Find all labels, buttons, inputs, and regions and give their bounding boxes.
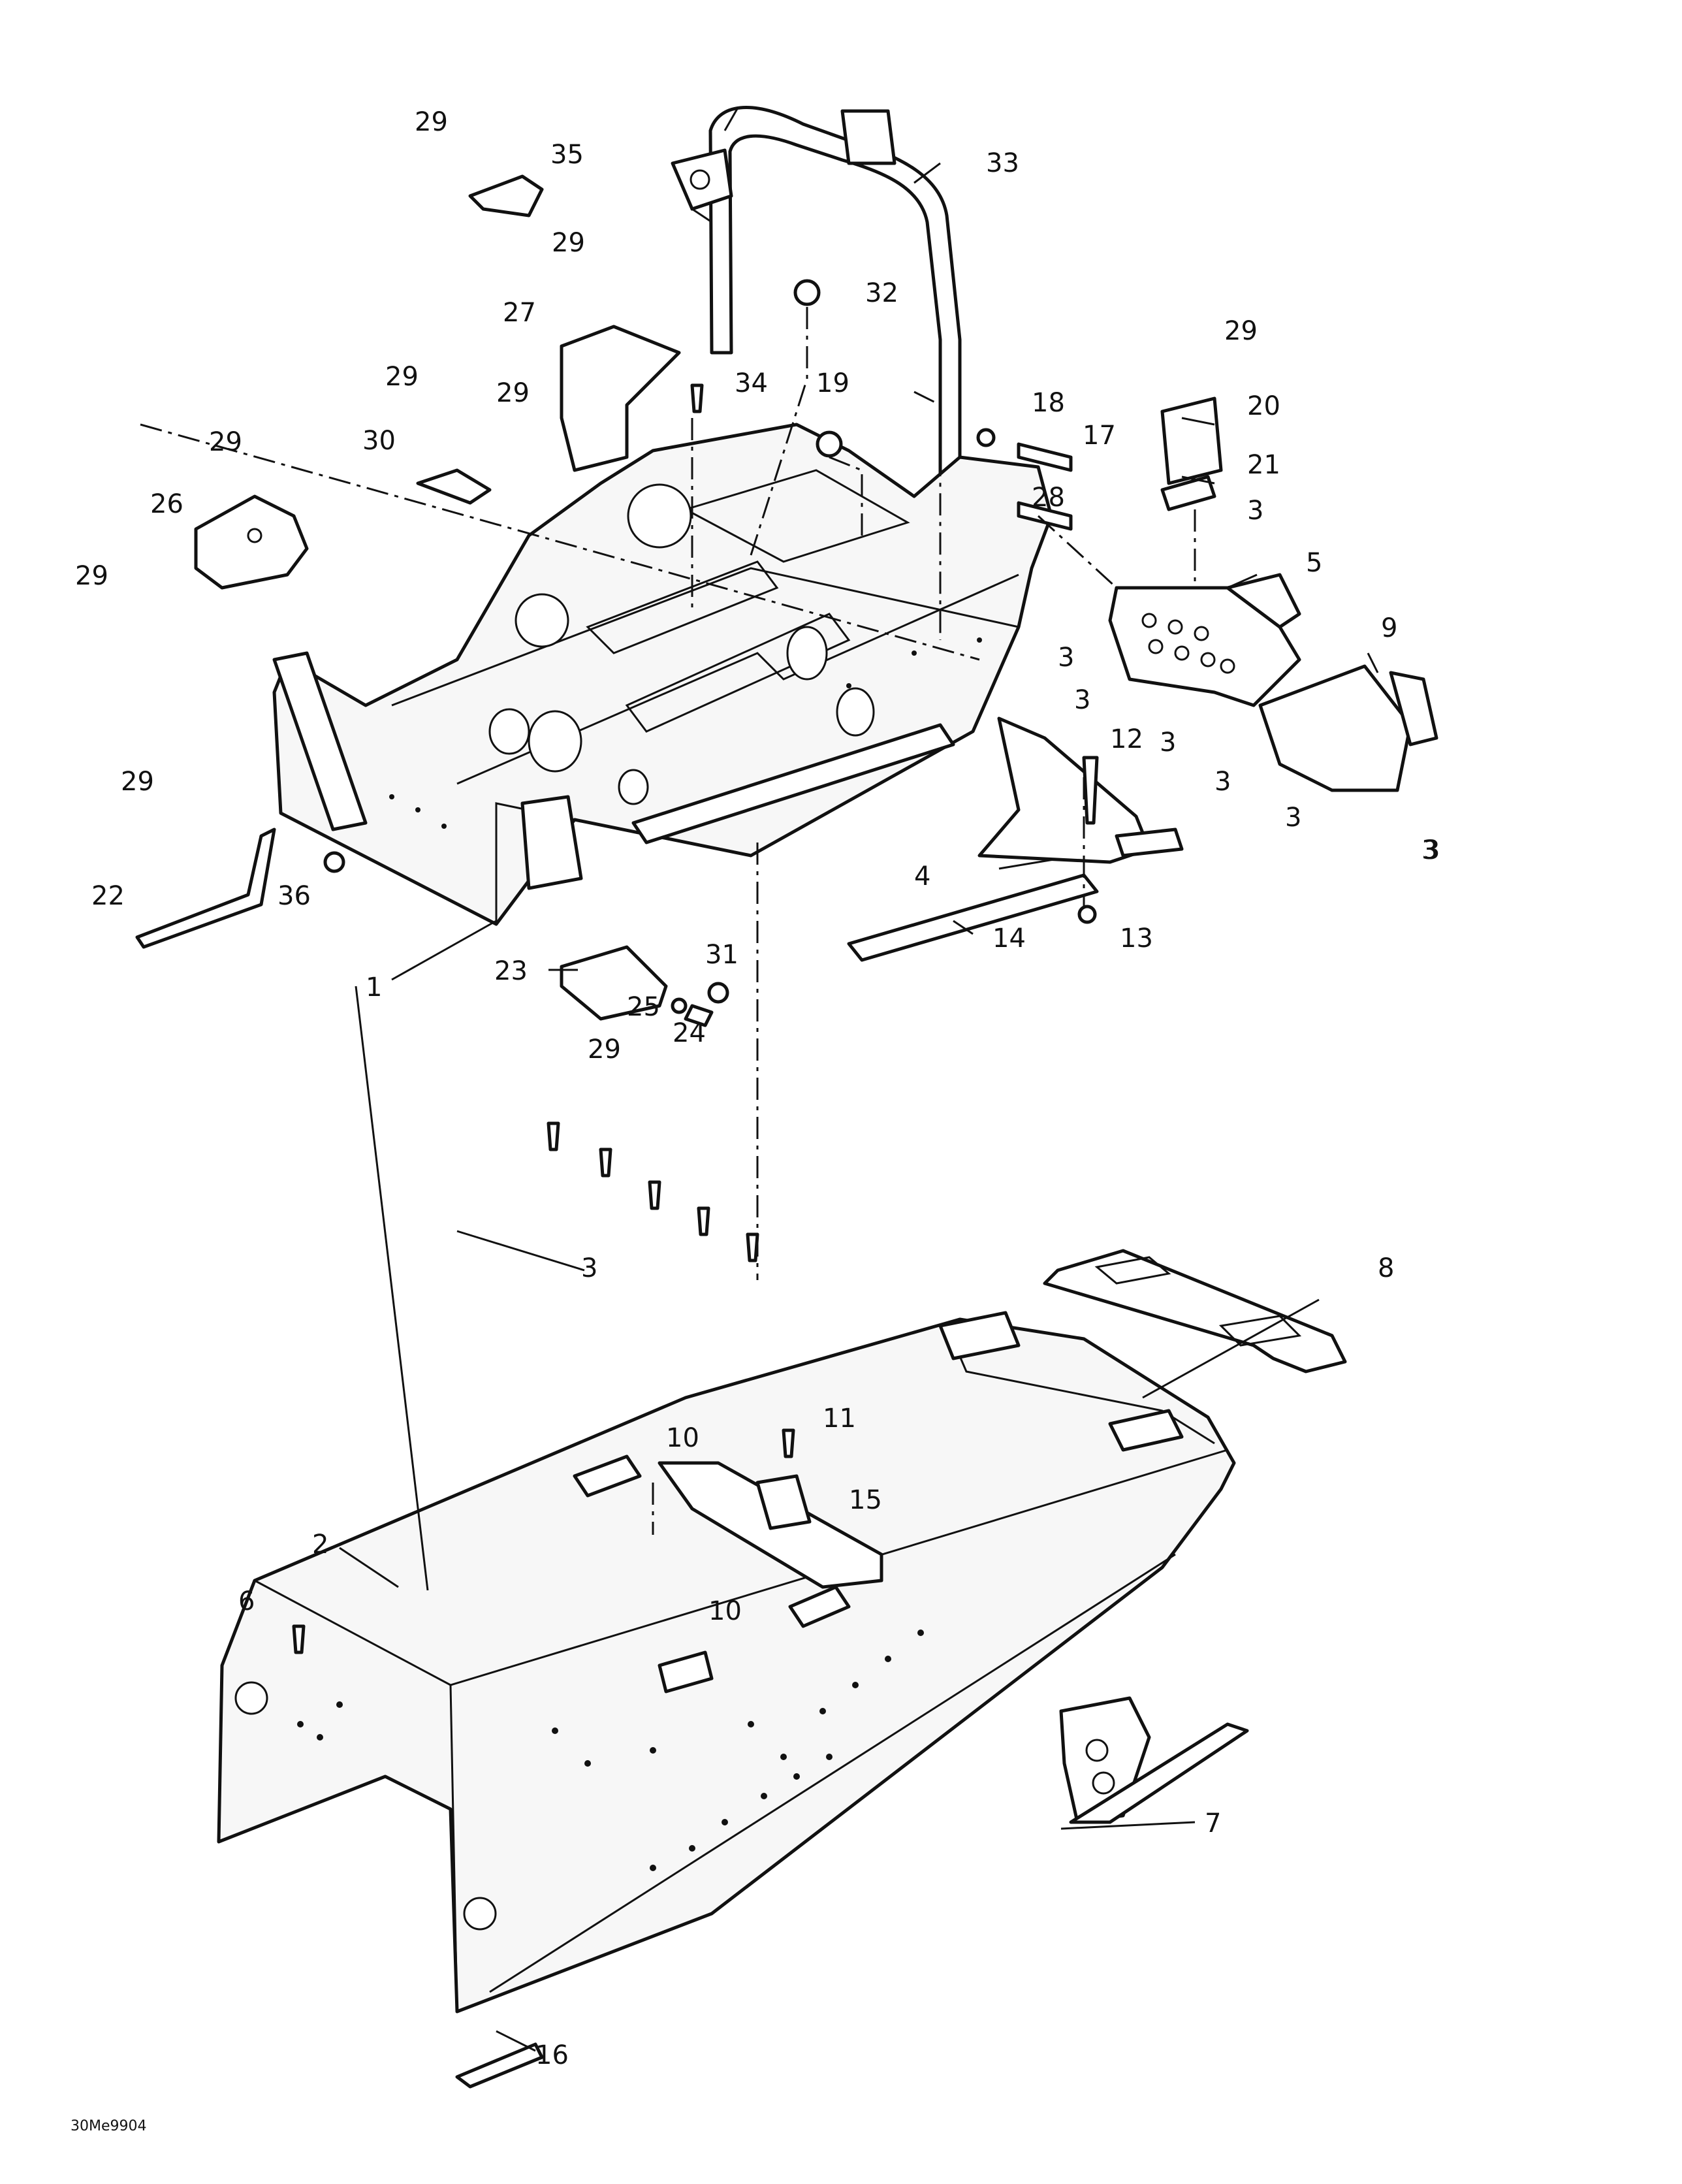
callout-25: 25 — [627, 992, 660, 1022]
callout-29: 29 — [552, 228, 585, 258]
bracket-15 — [658, 1461, 883, 1589]
callout-16: 16 — [535, 2040, 569, 2070]
callout-19: 19 — [816, 368, 849, 398]
callout-34: 34 — [735, 368, 768, 398]
callout-3: 3 — [581, 1253, 597, 1283]
part-26-bracket — [194, 494, 309, 590]
part-25-washer — [671, 997, 688, 1014]
callout-3: 3 — [1247, 496, 1263, 526]
callout-36: 36 — [278, 881, 311, 911]
callout-3: 3 — [1214, 767, 1231, 797]
figure-code: 30Me9904 — [71, 2118, 147, 2134]
part-27-bracket — [560, 325, 681, 472]
callout-3: 3 — [1285, 803, 1301, 833]
part-6-rivet — [292, 1624, 306, 1654]
callout-3: 3 — [1074, 685, 1090, 715]
part-5-shield — [1108, 573, 1301, 707]
callout-1: 1 — [366, 972, 382, 1003]
callout-5: 5 — [1306, 548, 1322, 578]
callout-13: 13 — [1120, 923, 1153, 954]
callout-21: 21 — [1247, 450, 1280, 480]
part-9-bracket — [1258, 664, 1438, 792]
callout-3: 3 — [1058, 643, 1074, 673]
callout-20: 20 — [1247, 391, 1280, 421]
callout-29: 29 — [1224, 316, 1258, 346]
main-frame — [272, 423, 1053, 926]
part-30-bracket — [416, 468, 492, 505]
part-23-hinge — [560, 945, 668, 1021]
part-36-grommet — [323, 851, 345, 873]
callout-14: 14 — [992, 923, 1026, 954]
part-21-plate — [1160, 475, 1216, 511]
part-11-rivet — [782, 1428, 795, 1458]
assembly-lines — [140, 307, 1196, 1535]
part-35-bracket — [468, 174, 544, 217]
part-20-bracket — [1160, 396, 1223, 485]
leader-lines — [339, 162, 1379, 2052]
part-24-bolt — [684, 1004, 714, 1027]
steering-support-tube — [671, 106, 962, 498]
callout-31: 31 — [705, 940, 738, 970]
callout-2: 2 — [312, 1530, 328, 1560]
tunnel — [217, 1311, 1236, 2014]
bracket-7 — [1059, 1696, 1249, 1824]
callout-29: 29 — [588, 1035, 621, 1065]
callout-10: 10 — [666, 1423, 699, 1453]
part-4-mount — [977, 716, 1184, 864]
callout-3: 3 — [1160, 728, 1176, 758]
callout-12: 12 — [1110, 724, 1143, 754]
part-13-nut — [1077, 905, 1097, 924]
callout-29: 29 — [496, 378, 530, 408]
callout-29: 29 — [415, 107, 448, 137]
peg-16 — [455, 2042, 544, 2089]
part-32-nut — [793, 279, 821, 306]
part-17-bolt — [1017, 442, 1073, 472]
callout-33: 33 — [986, 148, 1019, 178]
callout-22: 22 — [91, 881, 125, 911]
callout-4: 4 — [914, 861, 930, 891]
callout-17: 17 — [1083, 421, 1116, 451]
callout-11: 11 — [823, 1404, 856, 1434]
part-19-grommet — [816, 430, 843, 458]
callout-23: 23 — [494, 956, 528, 986]
callout-3: 3 — [1423, 835, 1440, 865]
callout-32: 32 — [865, 278, 898, 308]
part-18-washer — [976, 428, 996, 447]
part-12-bolt — [1082, 756, 1099, 825]
callout-27: 27 — [503, 298, 536, 328]
callout-26: 26 — [150, 489, 183, 519]
callout-8: 8 — [1378, 1253, 1394, 1283]
retainer-10-upper — [573, 1454, 642, 1498]
callout-30: 30 — [362, 426, 396, 456]
callout-29: 29 — [385, 362, 419, 392]
part-34-rivet — [690, 383, 704, 413]
callout-24: 24 — [673, 1018, 706, 1048]
callout-3: 3 — [1421, 835, 1438, 865]
callout-7: 7 — [1205, 1808, 1221, 1839]
callout-35: 35 — [550, 140, 584, 170]
callout-29: 29 — [209, 427, 242, 457]
callout-18: 18 — [1032, 388, 1065, 418]
retainer-10-lower — [788, 1585, 851, 1628]
part-22-cable — [135, 827, 276, 949]
part-14-runner — [847, 873, 1099, 962]
callout-29: 29 — [121, 767, 154, 797]
callout-15: 15 — [849, 1485, 882, 1515]
callout-29: 29 — [75, 561, 108, 591]
callout-9: 9 — [1381, 613, 1397, 643]
part-31-nut — [707, 982, 729, 1004]
callout-labels: 1 2 3 3 3 3 3 3 3 3 3 4 5 6 7 8 9 10 10 … — [75, 107, 1440, 2070]
part-28-bolt — [1017, 501, 1073, 531]
rear-plate — [1043, 1249, 1347, 1373]
rivet-group-3 — [547, 1121, 759, 1262]
callout-10: 10 — [708, 1596, 742, 1626]
callout-6: 6 — [238, 1586, 255, 1616]
callout-28: 28 — [1032, 483, 1065, 513]
